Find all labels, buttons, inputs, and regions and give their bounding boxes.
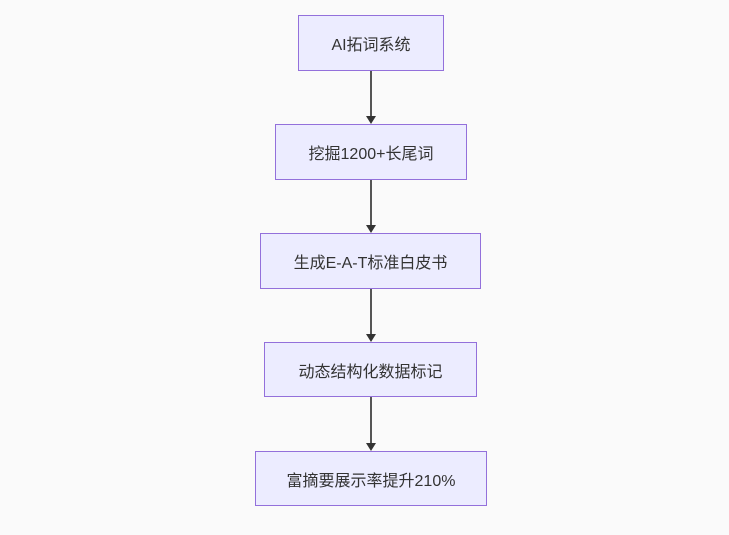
flow-node-label: 挖掘1200+长尾词: [308, 146, 434, 163]
flow-node-ai-word-expansion-system: AI拓词系统: [298, 15, 444, 71]
flow-edge-1: [365, 71, 377, 124]
flow-edge-3: [365, 289, 377, 342]
edge-line: [370, 180, 372, 225]
flow-node-label: 动态结构化数据标记: [298, 363, 443, 381]
arrow-down-icon: [366, 116, 376, 124]
flow-node-label: AI拓词系统: [331, 37, 411, 54]
flow-edge-2: [365, 180, 377, 233]
flow-node-mine-longtail-keywords: 挖掘1200+长尾词: [275, 124, 467, 180]
arrow-down-icon: [366, 225, 376, 233]
flow-node-label: 生成E-A-T标准白皮书: [293, 255, 448, 272]
flow-node-dynamic-structured-data-markup: 动态结构化数据标记: [264, 342, 477, 397]
flow-node-generate-eat-whitepaper: 生成E-A-T标准白皮书: [260, 233, 481, 289]
arrow-down-icon: [366, 334, 376, 342]
edge-line: [370, 289, 372, 334]
edge-line: [370, 397, 372, 443]
flow-node-rich-snippet-rate-increase: 富摘要展示率提升210%: [255, 451, 487, 506]
flow-edge-4: [365, 397, 377, 451]
edge-line: [370, 71, 372, 116]
flow-node-label: 富摘要展示率提升210%: [286, 472, 456, 490]
arrow-down-icon: [366, 443, 376, 451]
